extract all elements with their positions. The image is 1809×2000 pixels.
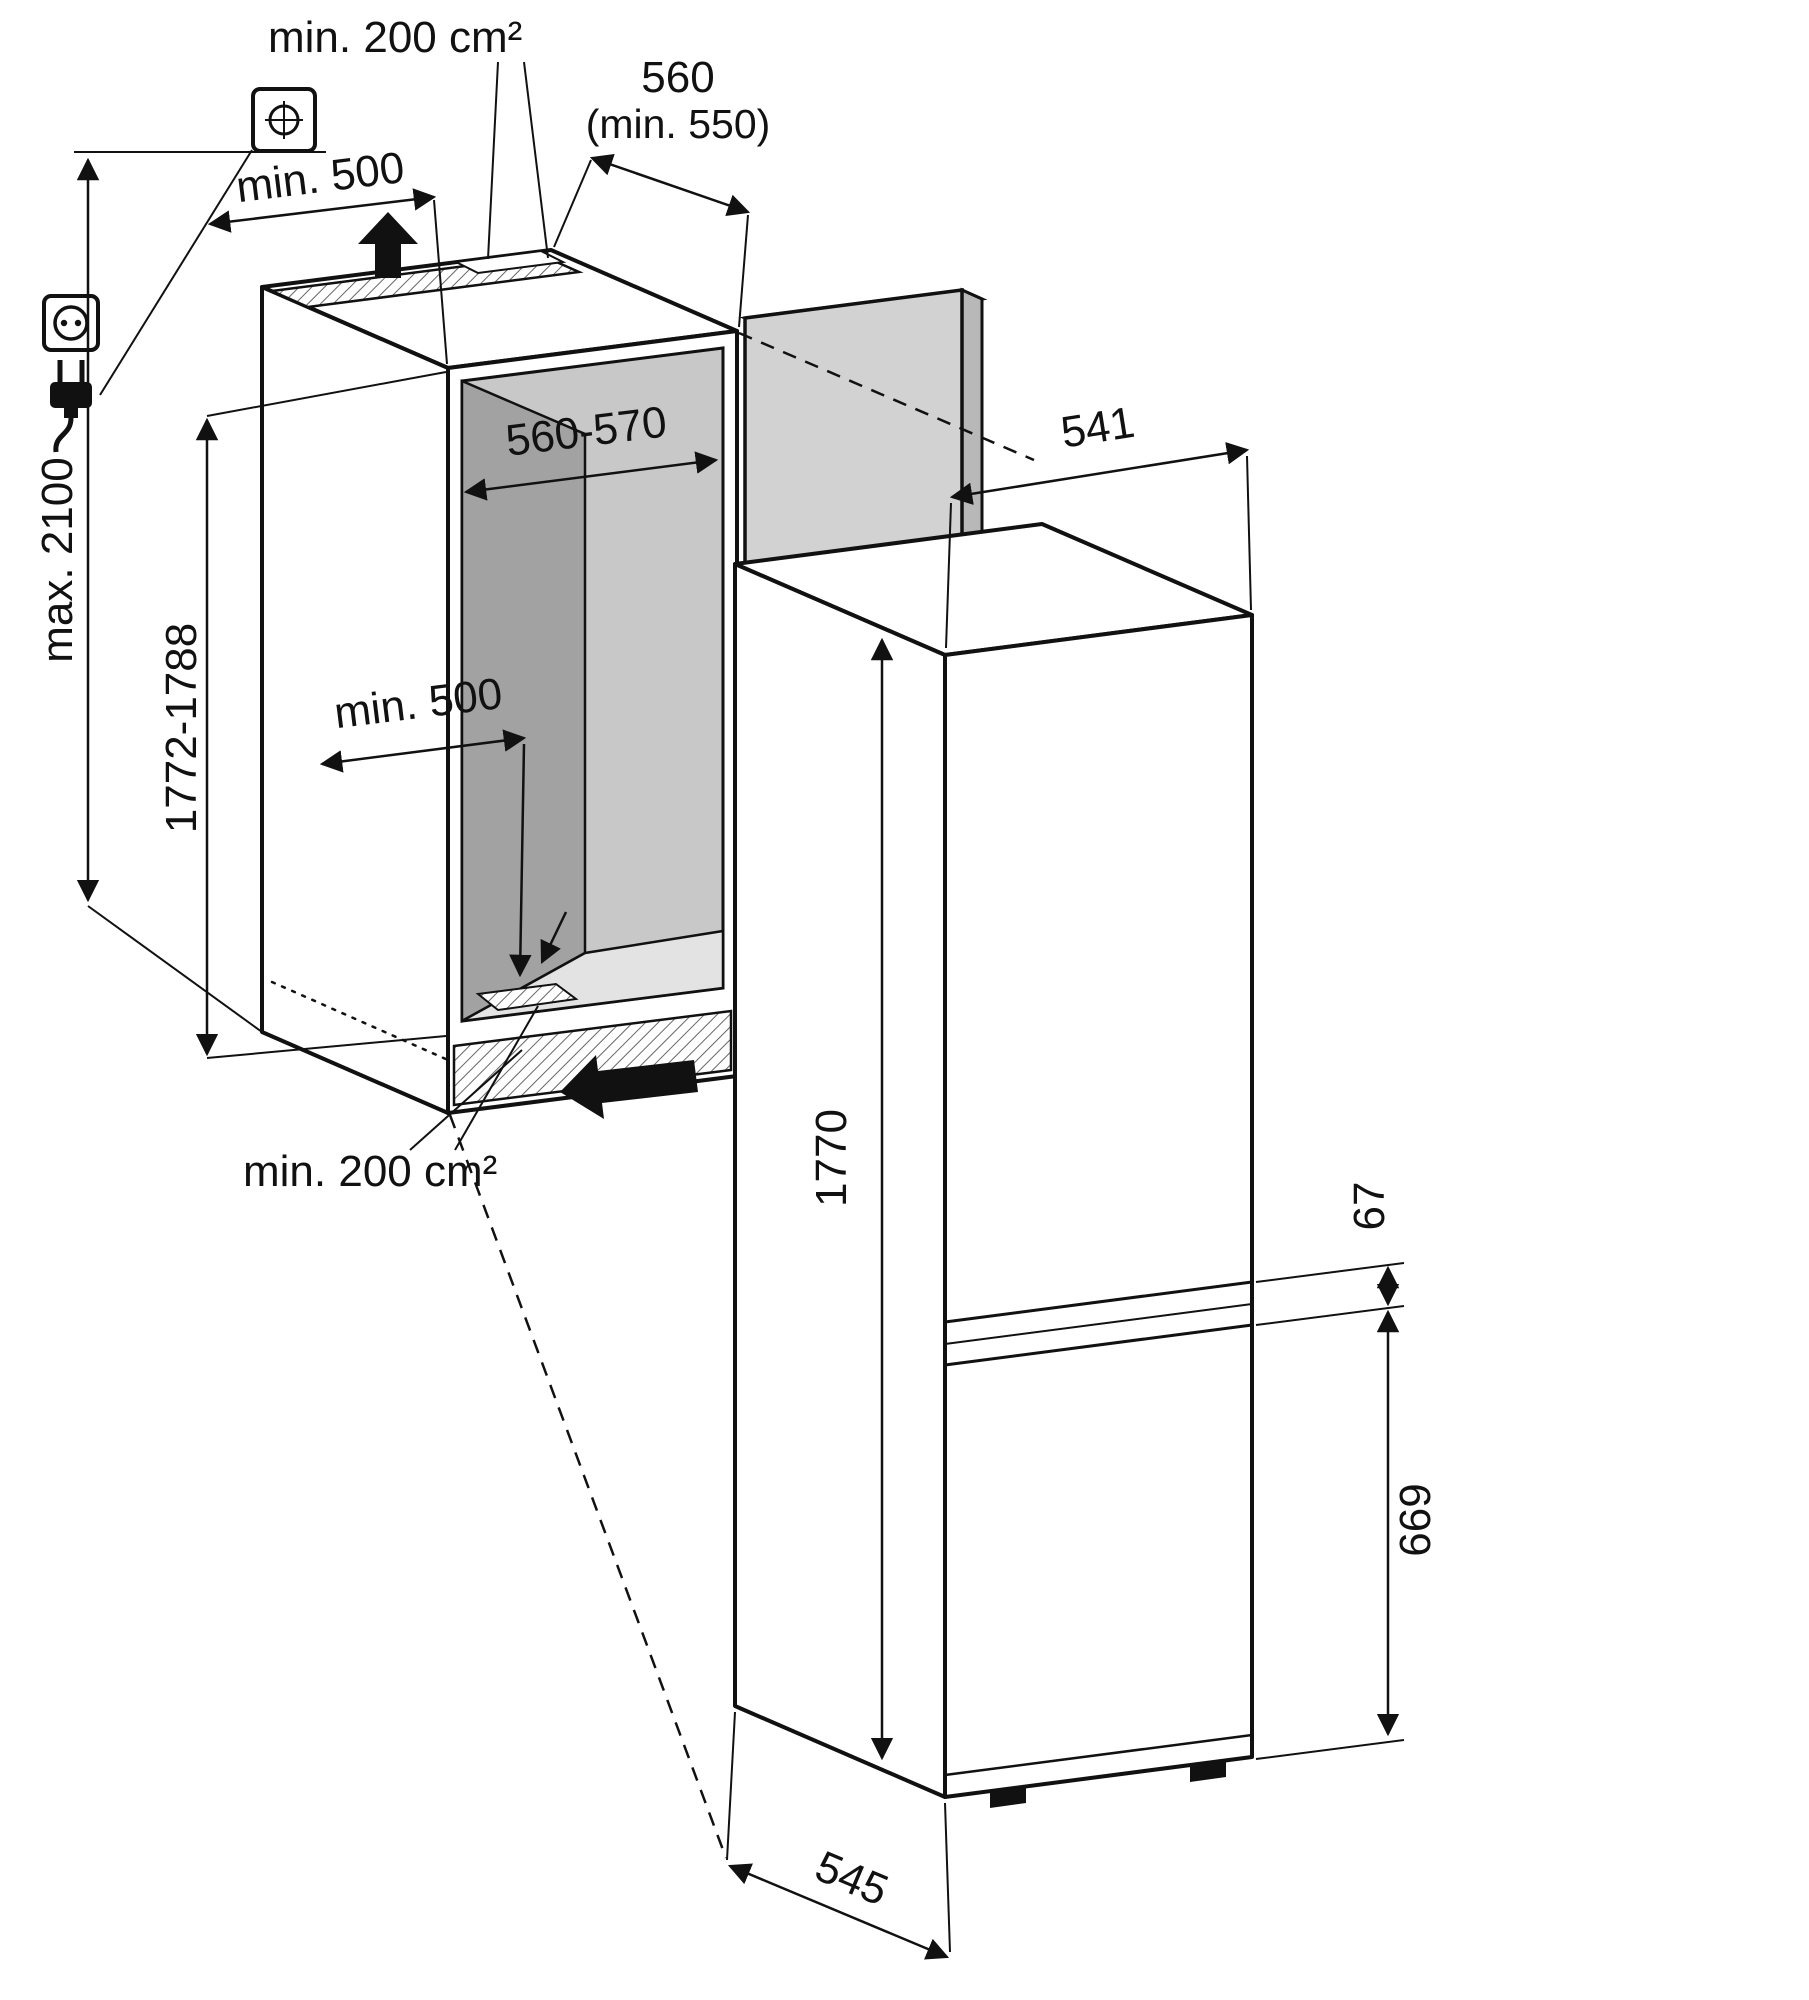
appliance-front-face bbox=[943, 613, 1254, 1799]
door-split-mid bbox=[944, 1303, 1253, 1345]
construction-lines bbox=[270, 331, 1035, 1859]
appliance-foot-left bbox=[990, 1785, 1026, 1808]
door-gap-label: 67 bbox=[1345, 1182, 1394, 1231]
niche-depth-min-label: (min. 550) bbox=[586, 101, 771, 147]
appliance-height-label: 1770 bbox=[807, 1109, 856, 1207]
niche-height-label: 1772-1788 bbox=[157, 623, 206, 833]
hidden-vent-line bbox=[270, 980, 450, 1062]
floor-vent-cutout bbox=[475, 982, 579, 1012]
freezer-door-label: 669 bbox=[1391, 1483, 1440, 1556]
floor-line bbox=[87, 905, 263, 1033]
dim-niche-depth: 560 (min. 550) bbox=[553, 53, 771, 328]
projection-bottom bbox=[448, 1114, 728, 1859]
socket-icon bbox=[42, 294, 100, 352]
projection-top bbox=[738, 331, 1035, 462]
door-split-lower bbox=[944, 1323, 1253, 1367]
bottom-vent-grille bbox=[452, 1009, 733, 1107]
mounting-plate-icon bbox=[251, 87, 317, 153]
door-split-upper bbox=[944, 1280, 1253, 1324]
niche-depth-label: 560 bbox=[641, 53, 714, 102]
plinth-line bbox=[944, 1733, 1253, 1777]
dim-door-gap: 67 bbox=[1255, 1182, 1405, 1326]
top-vent-cutout bbox=[452, 249, 567, 275]
niche bbox=[260, 248, 739, 1115]
wall-line bbox=[99, 149, 253, 396]
appliance-foot-right bbox=[1190, 1759, 1226, 1782]
ceiling-height-label: max. 2100 bbox=[33, 457, 82, 662]
vent-bottom-label: min. 200 cm² bbox=[243, 1147, 497, 1196]
plug-icon bbox=[50, 360, 92, 453]
airflow-in-arrow bbox=[560, 1055, 698, 1119]
dim-freezer-door: 669 bbox=[1255, 1309, 1440, 1760]
dim-appliance-height: 1770 bbox=[807, 637, 894, 1761]
dim-niche-height: 1772-1788 bbox=[157, 371, 447, 1059]
appliance-width-label: 541 bbox=[1058, 398, 1138, 458]
dim-ceiling-height: max. 2100 bbox=[33, 157, 100, 903]
dim-vent-bottom: min. 200 cm² bbox=[243, 1005, 539, 1196]
vent-top-label: min. 200 cm² bbox=[268, 13, 522, 62]
dim-appliance-width: 541 bbox=[945, 398, 1252, 649]
dim-vent-top: min. 200 cm² bbox=[268, 13, 549, 260]
top-clearance-label: min. 500 bbox=[233, 143, 406, 212]
